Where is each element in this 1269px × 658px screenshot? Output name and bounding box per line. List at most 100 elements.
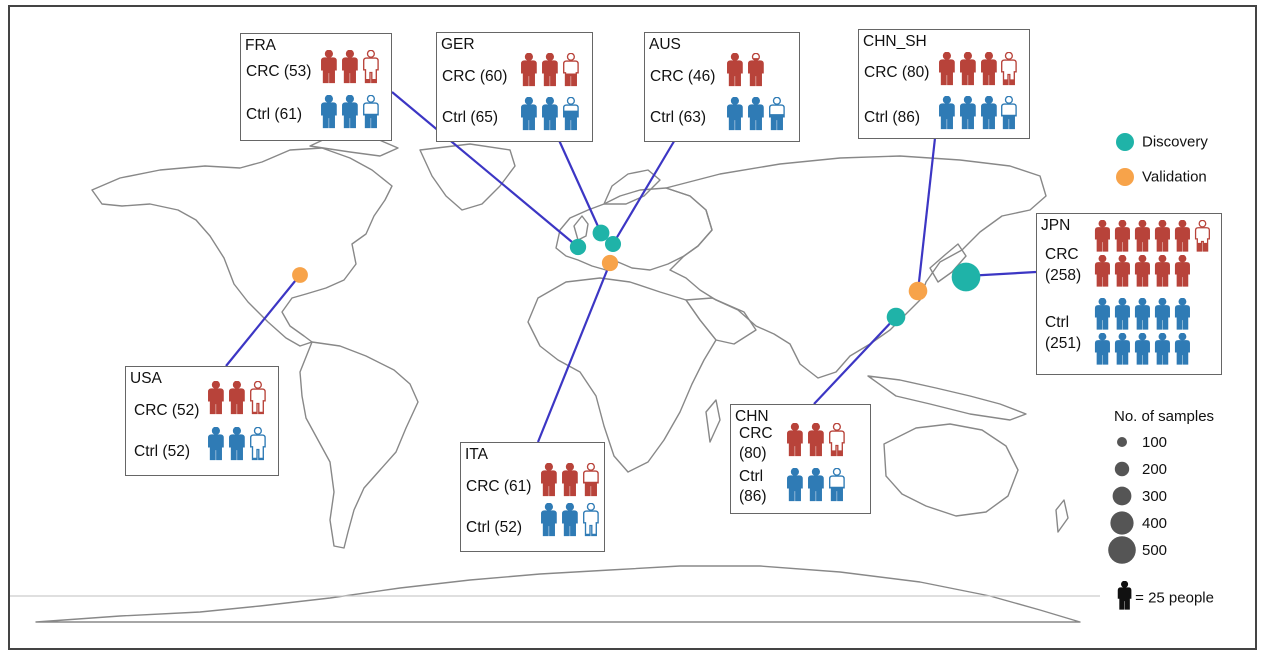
person-icon [541,97,558,131]
cohort-name: FRA [245,37,276,54]
crc-icons [725,53,766,87]
size-legend-circle-100 [1117,437,1127,447]
crc-label: CRC (46) [650,68,716,85]
marker-ita [601,254,619,272]
size-legend-label-500: 500 [1142,542,1168,559]
person-icon [521,53,537,87]
person-icon [582,463,599,497]
person-icon [1114,254,1130,287]
legend-person-icon [1116,580,1133,615]
landmass-antarctica [35,565,1081,623]
person-icon [1001,96,1018,130]
size-legend-label-100: 100 [1142,434,1168,451]
person-icon [980,96,997,130]
landmass-new-zealand [1055,499,1069,533]
marker-chn [886,307,906,327]
connector-ger [556,137,603,234]
person-icon [1174,298,1190,330]
person-icon [747,97,764,131]
legend-validation: Validation [1116,168,1207,187]
person-icon [561,503,578,537]
person-icon [341,50,358,84]
landmass-scandinavia [603,169,661,205]
crc-label: CRC (80) [864,64,930,81]
cohort-name: AUS [649,36,681,53]
figure-frame [8,5,1257,650]
size-legend-circle-200 [1114,461,1130,477]
person-icon [980,52,997,86]
ctrl-label: Ctrl (61) [246,106,302,123]
person-icon [321,50,337,84]
person-icon [747,53,764,87]
ctrl-icons [319,95,380,129]
person-icon [208,427,224,461]
cohort-name: JPN [1041,217,1071,234]
landmass-japan [929,243,967,283]
person-icon [1154,254,1170,287]
person-icon [228,427,245,461]
person-icon [1117,580,1132,610]
person-icon [1154,220,1170,252]
ctrl-label: Ctrl (86) [864,109,920,126]
person-icon [1134,220,1150,252]
person-icon [768,97,785,131]
person-icon [807,423,824,457]
person-icon [1094,254,1110,287]
ctrl-label: Ctrl (63) [650,109,706,126]
crc-icons [319,50,380,84]
ctrl-icons [937,96,1019,130]
person-icon [1174,332,1190,365]
cohort-box-jpn: JPN CRC (258) Ctrl (251) [1036,213,1222,375]
person-icon [959,96,976,130]
crc-icons [1093,220,1218,287]
ctrl-label: Ctrl (86) [739,468,767,505]
size-legend-label-300: 300 [1142,488,1168,505]
size-legend-label-200: 200 [1142,461,1168,478]
person-icon [1154,332,1170,365]
ctrl-label: Ctrl (65) [442,109,498,126]
person-icon [1174,254,1190,287]
person-icon [521,97,537,131]
ctrl-icons [1093,298,1197,365]
landmass-australia [883,423,1019,517]
person-icon [1114,332,1130,365]
size-legend-circle-300 [1112,486,1132,506]
icon-scale-legend: = 25 people [1116,580,1214,615]
legend-discovery-dot [1116,133,1134,152]
person-icon [541,53,558,87]
legend-validation-dot [1116,168,1134,187]
crc-icons [937,52,1019,86]
size-legend-circle-500 [1108,536,1136,564]
person-icon [1134,254,1150,287]
person-icon [1094,332,1110,365]
cohort-name: CHN_SH [863,33,927,50]
crc-label: CRC (61) [466,478,532,495]
cohort-box-chn: CHN CRC (80) Ctrl (86) [730,404,871,514]
ctrl-label: Ctrl (52) [134,443,190,460]
person-icon [959,52,976,86]
landmass-britain [573,215,589,241]
legend-discovery-label: Discovery [1142,133,1208,151]
legend-validation-label: Validation [1142,168,1207,186]
cohort-name: ITA [465,446,488,463]
landmass-arabia [685,297,757,345]
crc-icons [785,423,846,457]
person-icon [807,468,824,502]
person-icon [249,381,266,415]
ctrl-icons [725,97,786,131]
marker-jpn [951,262,981,292]
person-icon [1174,220,1190,252]
person-icon [1154,298,1170,330]
marker-aus [604,235,622,253]
crc-label: CRC (53) [246,63,312,80]
person-icon [541,503,557,537]
landmass-madagascar [705,399,721,443]
person-icon [561,463,578,497]
person-icon [1094,220,1110,252]
cohort-box-fra: FRA CRC (53) Ctrl (61) [240,33,392,141]
person-icon [787,423,803,457]
marker-usa [292,267,308,283]
person-icon [1134,332,1150,365]
person-icon [727,97,743,131]
